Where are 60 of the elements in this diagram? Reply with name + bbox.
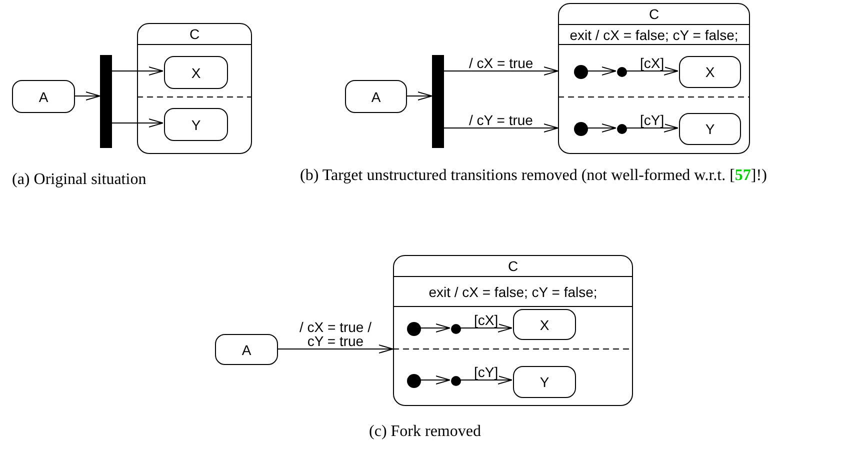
- initial-state: [574, 122, 588, 136]
- state-name: A: [371, 88, 381, 104]
- transition-arrow: [444, 124, 558, 132]
- junction-point: [451, 324, 461, 334]
- state-box: [12, 80, 75, 113]
- transition-arrow: [112, 118, 164, 128]
- transition-arrow: [406, 92, 432, 100]
- state-box: [513, 309, 576, 340]
- fork-bar: [100, 55, 112, 148]
- composite-state: [137, 23, 252, 154]
- transition-arrow: [112, 66, 164, 76]
- state-box: [164, 56, 228, 89]
- transition-arrow: [626, 66, 678, 76]
- state-box: [679, 56, 741, 88]
- state-name: A: [242, 342, 252, 358]
- junction-point: [451, 376, 461, 386]
- figure-caption: (a) Original situation: [12, 170, 148, 190]
- state-box: [679, 113, 741, 145]
- initial-state: [574, 65, 588, 79]
- transition-label: [cY]: [639, 113, 666, 127]
- exit-action: exit / cX = false; cY = false;: [570, 26, 738, 42]
- composite-state: [393, 255, 633, 406]
- state-name: X: [705, 64, 715, 80]
- figure-caption: (b) Target unstructured transitions removed (not well-formed w.r.t. [57]!): [300, 166, 768, 186]
- composite-state: [558, 3, 750, 154]
- state-name: A: [38, 88, 48, 104]
- transition-arrow: [460, 324, 512, 332]
- initial-state: [407, 322, 421, 336]
- state-box: [215, 334, 278, 365]
- transition-label: / cX = true: [468, 56, 534, 70]
- transition-label: [cX]: [473, 313, 500, 327]
- state-box: [345, 80, 407, 113]
- junction-point: [617, 67, 627, 77]
- junction-point: [617, 124, 627, 134]
- state-name: C: [508, 258, 518, 274]
- transition-arrow: [586, 66, 616, 76]
- state-name: C: [189, 26, 200, 42]
- state-box: [513, 366, 576, 398]
- transition-label: [cX]: [639, 56, 666, 70]
- exit-action: exit / cX = false; cY = false;: [428, 284, 598, 300]
- state-name: X: [191, 64, 201, 80]
- transition-arrow: [444, 66, 558, 76]
- state-name: Y: [191, 116, 201, 132]
- transition-label: [cY]: [473, 365, 500, 379]
- transition-arrow: [460, 376, 512, 384]
- state-name: Y: [540, 374, 550, 390]
- state-name: C: [648, 6, 660, 22]
- figure-caption: (c) Fork removed: [368, 422, 482, 442]
- transition-arrow: [420, 376, 450, 384]
- state-name: Y: [705, 121, 715, 137]
- transition-arrow: [74, 92, 100, 100]
- transition-arrow: [420, 324, 450, 332]
- initial-state: [407, 374, 421, 388]
- transition-arrow: [278, 344, 394, 354]
- transition-label: / cY = true: [468, 113, 534, 127]
- state-box: [164, 108, 228, 141]
- state-name: X: [540, 316, 550, 332]
- fork-bar: [432, 55, 444, 148]
- transition-arrow: [586, 124, 616, 132]
- transition-arrow: [626, 124, 678, 132]
